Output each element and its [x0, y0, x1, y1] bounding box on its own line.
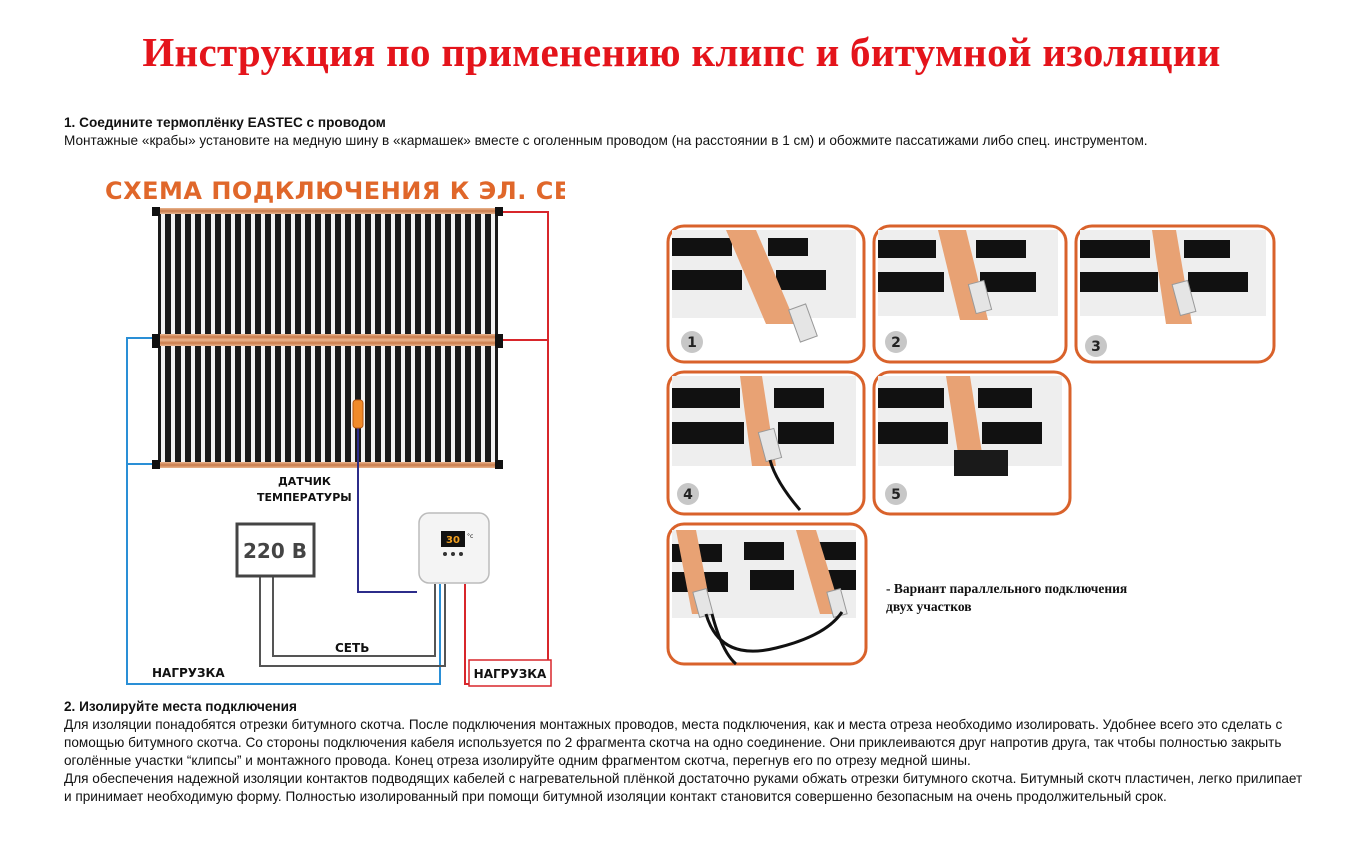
thermostat-display: 30: [446, 535, 460, 546]
connection-clamps: [152, 207, 503, 469]
sensor-label-2: ТЕМПЕРАТУРЫ: [257, 491, 352, 504]
net-label: СЕТЬ: [335, 641, 369, 655]
step-2-image: 2: [872, 224, 1068, 364]
step-3-number: 3: [1091, 339, 1101, 355]
section-2-heading: 2. Изолируйте места подключения: [64, 698, 1304, 716]
section-1-body: Монтажные «крабы» установите на медную ш…: [64, 133, 1148, 148]
thermostat: 30 °c: [418, 512, 490, 584]
section-2: 2. Изолируйте места подключения Для изол…: [64, 698, 1304, 806]
parallel-note-line-2: двух участков: [886, 599, 972, 614]
wiring-diagram: СХЕМА ПОДКЛЮЧЕНИЯ К ЭЛ. СЕТИ ДАТЧИК ТЕМ: [105, 177, 565, 687]
sensor-label-1: ДАТЧИК: [278, 475, 331, 488]
section-1-heading: 1. Соедините термоплёнку EASTEC с провод…: [64, 114, 1304, 132]
power-supply-box: 220 В: [235, 522, 316, 578]
parallel-connection-note: - Вариант параллельного подключения двух…: [886, 580, 1127, 616]
step-5-number: 5: [891, 487, 901, 503]
thermostat-unit: °c: [467, 533, 473, 540]
step-1-number: 1: [687, 335, 697, 351]
temperature-sensor: [352, 399, 364, 429]
sensor-wire: [357, 426, 417, 593]
blue-wire: [126, 337, 441, 685]
section-1: 1. Соедините термоплёнку EASTEC с провод…: [64, 114, 1304, 150]
heating-film-upper: [158, 208, 498, 340]
step-1-image: 1: [666, 224, 866, 364]
section-1-number: 1.: [64, 115, 76, 130]
section-1-heading-text: Соедините термоплёнку EASTEC с проводом: [79, 115, 386, 130]
load-label-right: НАГРУЗКА: [474, 667, 547, 681]
page-title: Инструкция по применению клипс и битумно…: [142, 29, 1221, 75]
diagram-title: СХЕМА ПОДКЛЮЧЕНИЯ К ЭЛ. СЕТИ: [105, 177, 565, 205]
heating-film-lower: [158, 340, 498, 468]
section-2-heading-text: Изолируйте места подключения: [79, 699, 297, 714]
load-label-left: НАГРУЗКА: [152, 666, 225, 680]
step-4-number: 4: [683, 487, 693, 503]
voltage-label: 220 В: [243, 539, 307, 563]
power-cable: [259, 577, 446, 667]
step-2-number: 2: [891, 335, 901, 351]
parallel-note-line-1: - Вариант параллельного подключения: [886, 581, 1128, 596]
section-2-body-1: Для изоляции понадобятся отрезки битумно…: [64, 717, 1283, 768]
parallel-connection-image: [666, 522, 868, 666]
section-2-number: 2.: [64, 699, 76, 714]
section-2-body-2: Для обеспечения надежной изоляции контак…: [64, 771, 1303, 804]
step-4-image: 4: [666, 370, 866, 516]
step-3-image: 3: [1074, 224, 1276, 364]
step-5-image: 5: [872, 370, 1072, 516]
load-label-right-box: НАГРУЗКА: [468, 659, 552, 687]
